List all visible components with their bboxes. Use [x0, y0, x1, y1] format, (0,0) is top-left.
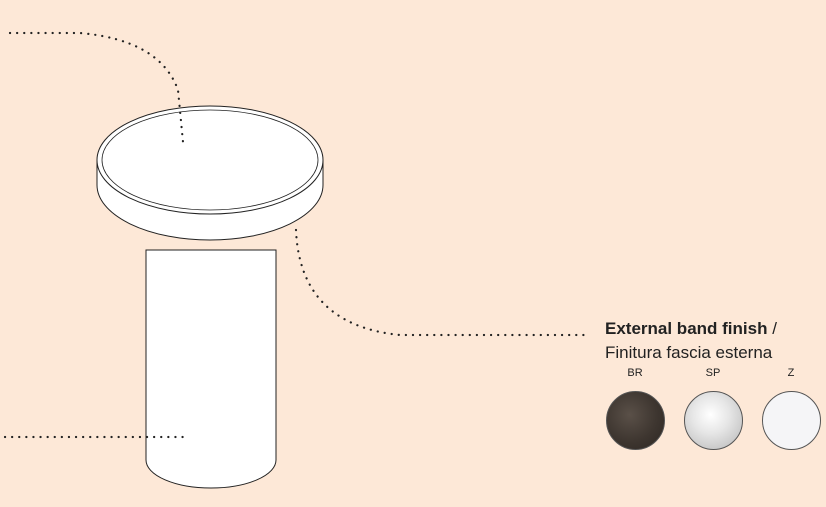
- swatch-circle-sp: [684, 391, 743, 450]
- legend-title-separator: /: [767, 319, 776, 338]
- stem: [146, 250, 276, 488]
- band-finish-legend: External band finish / Finitura fascia e…: [605, 318, 826, 464]
- leader-line-band: [296, 230, 590, 335]
- swatch-circle-z: [762, 391, 821, 450]
- legend-title: External band finish /: [605, 318, 826, 340]
- swatch-circle-br: [606, 391, 665, 450]
- head-top: [97, 106, 323, 214]
- swatch-row: BR SP Z: [605, 364, 826, 464]
- legend-subtitle-it: Finitura fascia esterna: [605, 342, 826, 364]
- swatch-code: SP: [683, 366, 743, 380]
- swatch-z[interactable]: Z: [761, 366, 821, 450]
- swatch-br[interactable]: BR: [605, 366, 665, 450]
- swatch-code: BR: [605, 366, 665, 380]
- swatch-code: Z: [761, 366, 821, 380]
- swatch-sp[interactable]: SP: [683, 366, 743, 450]
- legend-title-en: External band finish: [605, 319, 767, 338]
